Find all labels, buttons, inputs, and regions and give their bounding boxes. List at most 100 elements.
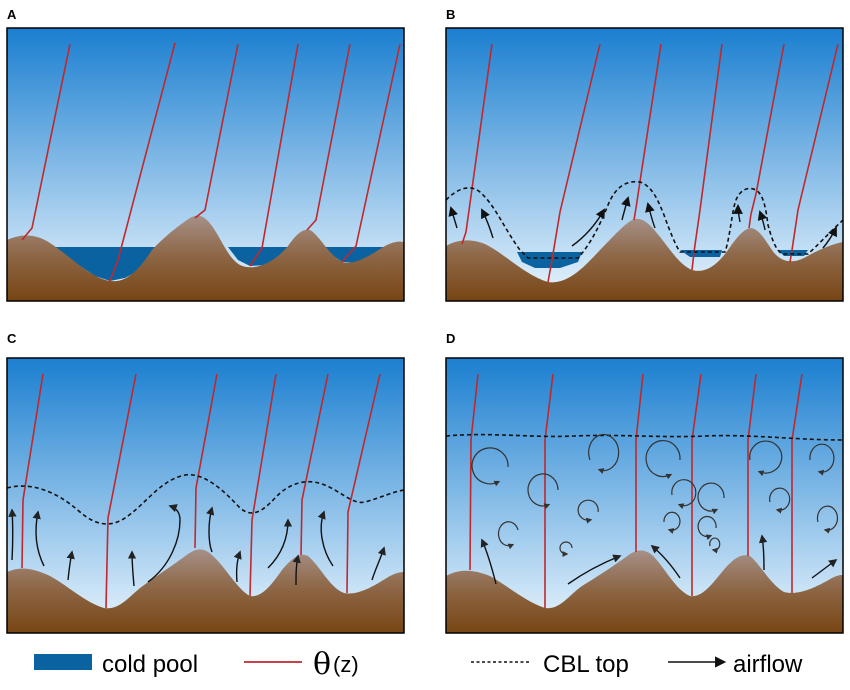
theta-profiles	[21, 373, 381, 609]
airflow-arrow	[233, 550, 242, 583]
theta-line	[249, 43, 299, 267]
theta-line	[194, 373, 218, 549]
theta-profiles	[21, 42, 401, 282]
cbl-top	[445, 433, 844, 441]
cold-pool	[325, 247, 385, 263]
terrain	[7, 549, 404, 633]
panel-d-frame	[445, 357, 844, 634]
eddy	[471, 447, 509, 487]
airflow-arrow	[811, 558, 838, 579]
theta-profiles	[461, 43, 839, 283]
legend-cold-pool-swatch	[34, 654, 92, 670]
theta-line	[300, 373, 329, 556]
theta-line	[346, 373, 381, 594]
airflow-arrow	[317, 510, 334, 567]
airflow-arrow	[480, 538, 497, 585]
legend-airflow-label: airflow	[733, 651, 803, 678]
eddy	[588, 433, 620, 474]
panel-label: B	[446, 7, 455, 22]
eddies	[471, 433, 839, 557]
theta-line	[691, 373, 702, 596]
theta-line	[105, 373, 137, 609]
terrain	[7, 215, 404, 301]
airflow-arrow	[758, 534, 768, 571]
panel-label: C	[7, 331, 17, 346]
theta-line	[469, 373, 479, 571]
panel-c: C	[6, 331, 405, 634]
panel-c-frame	[6, 357, 405, 634]
theta-line	[633, 43, 662, 221]
airflow-arrow	[371, 546, 386, 581]
airflow-arrows	[448, 196, 837, 249]
airflow-arrow	[757, 210, 768, 231]
legend: cold pool θ (z) CBL top airflow	[34, 647, 803, 682]
airflow-arrows	[480, 534, 838, 585]
airflow-arrow	[645, 202, 656, 229]
theta-line	[194, 43, 239, 219]
theta-line	[306, 43, 351, 231]
panel-d: D	[445, 331, 844, 634]
panel-b: B	[445, 7, 844, 302]
eddy	[559, 541, 573, 557]
theta-line	[791, 373, 803, 593]
eddy	[697, 515, 717, 541]
theta-line	[461, 43, 493, 245]
eddy	[769, 487, 791, 514]
panel-label: D	[446, 331, 455, 346]
theta-line	[109, 42, 176, 282]
cold-pool	[52, 247, 155, 281]
theta-line	[249, 373, 277, 597]
cold-pool	[517, 252, 582, 268]
airflow-arrow	[267, 518, 293, 569]
theta-line	[691, 43, 723, 271]
cbl-top	[445, 180, 844, 259]
airflow-arrow	[8, 508, 17, 561]
theta-line	[789, 43, 839, 263]
legend-theta-arg: (z)	[333, 652, 359, 677]
airflow-arrow	[448, 206, 458, 229]
eddy	[527, 473, 559, 510]
eddy	[645, 440, 681, 480]
airflow-arrow	[481, 208, 494, 239]
legend-cbl-label: CBL top	[543, 651, 629, 678]
theta-profiles	[469, 373, 803, 608]
panel-a: A	[6, 7, 405, 302]
theta-line	[21, 373, 44, 569]
eddy	[577, 499, 599, 524]
legend-theta-symbol: θ	[313, 647, 331, 682]
theta-line	[341, 43, 401, 263]
terrain	[446, 550, 843, 633]
cbl-top	[6, 474, 405, 525]
airflow-arrow	[733, 204, 743, 223]
airflow-arrow	[32, 510, 45, 567]
theta-line	[748, 43, 785, 229]
theta-line	[747, 373, 757, 556]
airflow-arrow	[127, 550, 137, 587]
theta-line	[544, 373, 554, 608]
theta-line	[635, 373, 644, 552]
airflow-arrows	[8, 504, 386, 587]
panel-b-frame	[445, 27, 844, 302]
eddy	[497, 521, 519, 550]
eddy	[671, 479, 697, 510]
airflow-arrow	[621, 196, 631, 221]
legend-cold-pool-label: cold pool	[102, 651, 198, 678]
eddy	[816, 505, 839, 534]
airflow-arrow	[650, 544, 681, 579]
eddy	[749, 440, 783, 477]
airflow-arrow	[567, 554, 622, 585]
panel-label: A	[7, 7, 17, 22]
theta-line	[547, 43, 601, 283]
eddy	[663, 511, 681, 534]
eddy	[809, 443, 835, 476]
panel-a-frame	[6, 27, 405, 302]
airflow-arrow	[292, 554, 301, 586]
airflow-arrow	[147, 504, 181, 583]
theta-line	[21, 43, 71, 241]
airflow-arrow	[206, 506, 215, 553]
terrain	[446, 218, 843, 301]
eddy	[697, 482, 725, 515]
eddy	[709, 537, 721, 554]
airflow-arrow	[66, 550, 75, 581]
